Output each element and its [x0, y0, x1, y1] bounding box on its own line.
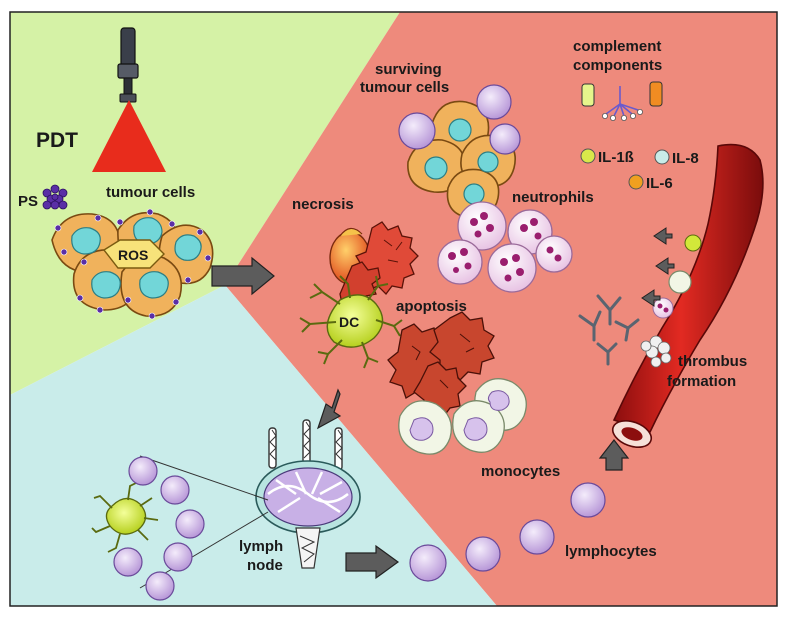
lymph-node — [255, 419, 361, 569]
il6-label: IL-6 — [646, 175, 673, 192]
ros-label: ROS — [118, 247, 148, 263]
apoptosis-label: apoptosis — [396, 298, 467, 315]
neutrophils-label: neutrophils — [512, 189, 594, 206]
arrow-to-lymphocytes — [345, 544, 400, 580]
laser-device — [92, 27, 166, 172]
vessel-monocyte — [668, 270, 692, 294]
surviving-label-line2: tumour cells — [360, 79, 449, 96]
complement-label-line2: components — [573, 57, 662, 74]
dc-label: DC — [339, 314, 359, 330]
il8-label: IL-8 — [672, 150, 699, 167]
il1b-label: IL-1ß — [598, 149, 634, 166]
laser-beam — [92, 100, 166, 172]
dendritic-cell — [299, 275, 403, 369]
blood-vessel — [611, 143, 764, 448]
thrombus-mass — [640, 335, 672, 368]
il1b-dot — [580, 148, 596, 164]
arrow-to-vessel — [598, 439, 630, 471]
pdt-label: PDT — [36, 129, 78, 152]
il8-dot — [654, 149, 670, 165]
vessel-neutrophil — [652, 297, 674, 319]
lymphocyte-trail — [409, 482, 606, 582]
tumour-cell-cluster — [51, 208, 214, 320]
cytokine-legend: IL-1ß IL-8 IL-6 — [580, 148, 699, 192]
ps-molecule-icon — [42, 184, 68, 210]
surviving-tumour-cells — [398, 84, 521, 219]
vessel-dc — [684, 234, 702, 252]
antibodies — [578, 294, 640, 366]
monocytes-label: monocytes — [481, 463, 560, 480]
extravasation-arrows — [641, 227, 675, 307]
lymph-label-line1: lymph — [239, 538, 283, 555]
complement-components-icon — [581, 81, 663, 122]
laser-handle — [120, 27, 136, 67]
lymphocytes-label: lymphocytes — [565, 543, 657, 560]
complement-label-line1: complement — [573, 38, 661, 55]
neutrophil-cluster — [437, 201, 573, 293]
monocyte-cluster — [398, 378, 527, 455]
lymph-node-inset — [91, 456, 205, 601]
lymph-label-line2: node — [247, 557, 283, 574]
necrosis-label: necrosis — [292, 196, 354, 213]
ps-label: PS — [18, 193, 38, 210]
arrow-to-necrosis — [211, 256, 275, 296]
frame-border — [9, 11, 778, 607]
thrombus-label-line1: thrombus — [678, 353, 747, 370]
red-region — [225, 12, 777, 606]
necrotic-cells — [329, 221, 419, 307]
tumour-cells-label: tumour cells — [106, 184, 195, 201]
ros-badge — [102, 239, 165, 269]
thrombus-label-line2: formation — [667, 373, 736, 390]
il6-dot — [628, 174, 644, 190]
arrow-to-lymph-node — [316, 388, 342, 430]
apoptotic-bodies — [387, 311, 495, 417]
surviving-label-line1: surviving — [375, 61, 442, 78]
